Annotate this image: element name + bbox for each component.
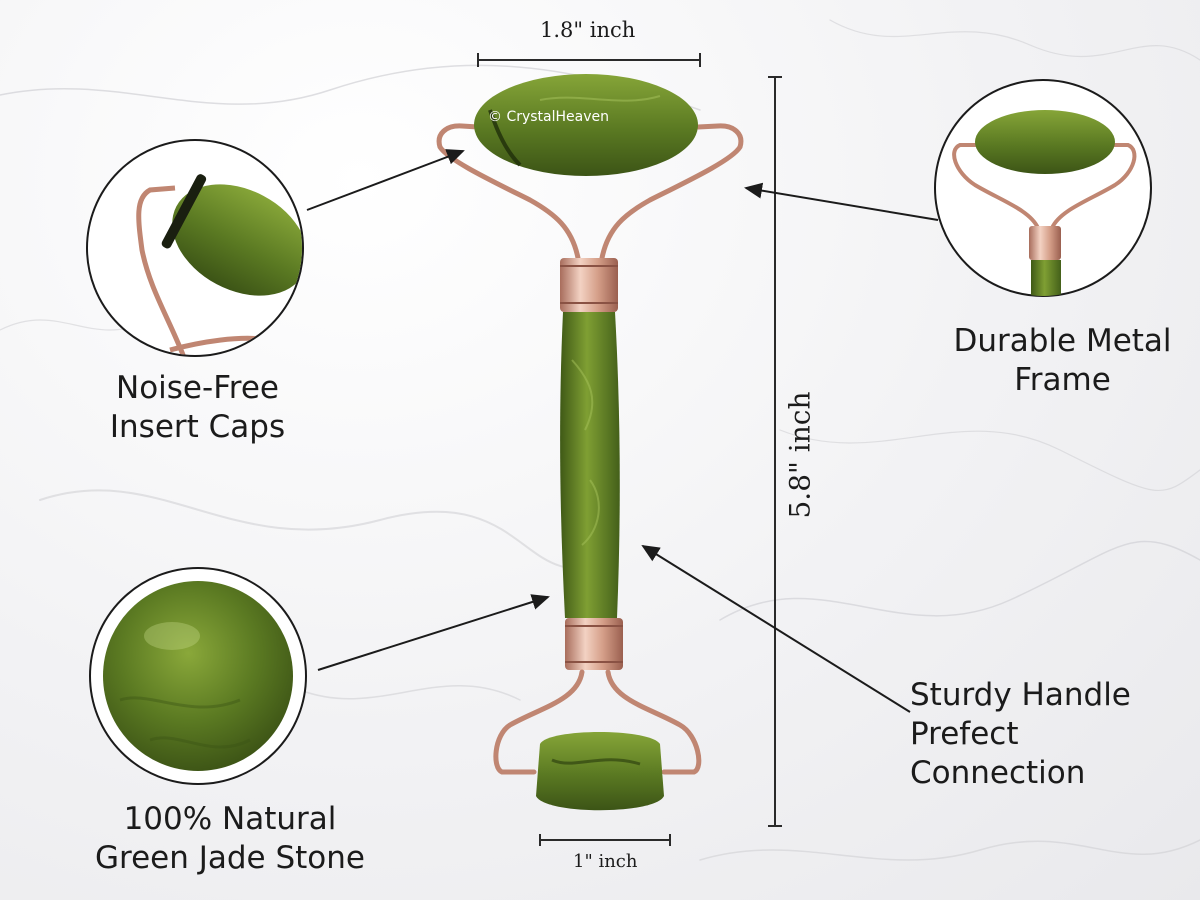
- frame-feature-line-2: Frame: [1014, 362, 1111, 398]
- caps-feature-label: Noise-Free Insert Caps: [85, 369, 310, 447]
- bottom-connector: [565, 618, 623, 670]
- watermark-text: © CrystalHeaven: [488, 109, 610, 125]
- handle-feature-line-3: Connection: [910, 755, 1086, 791]
- height-label: 5.8" inch: [783, 391, 817, 519]
- bottom-frame: [493, 669, 585, 775]
- handle: [560, 312, 620, 618]
- stone-feature-label: 100% Natural Green Jade Stone: [70, 800, 390, 878]
- stone-detail-circle: [89, 567, 307, 785]
- caps-feature-line-1: Noise-Free: [116, 370, 279, 406]
- bottom-width-label: 1" inch: [573, 851, 638, 872]
- jade-roller: [436, 74, 744, 811]
- stone-feature-line-2: Green Jade Stone: [95, 840, 365, 876]
- top-width-label: 1.8" inch: [540, 18, 636, 42]
- arrow-handle: [641, 544, 911, 713]
- arrow-stone: [317, 594, 550, 671]
- handle-feature-line-2: Prefect: [910, 716, 1019, 752]
- caps-feature-line-2: Insert Caps: [109, 409, 286, 445]
- top-frame: [436, 123, 581, 261]
- dimension-lines: [477, 53, 782, 846]
- callout-arrows: [306, 149, 939, 713]
- stone-feature-line-1: 100% Natural: [123, 801, 337, 837]
- handle-feature-label: Sturdy Handle Prefect Connection: [910, 676, 1180, 793]
- bottom-roller-stone: [536, 732, 664, 811]
- caps-detail-circle: [86, 139, 304, 357]
- frame-detail-circle: [934, 79, 1152, 297]
- top-roller-stone: [474, 74, 698, 176]
- arrow-caps: [306, 149, 465, 211]
- frame-feature-line-1: Durable Metal: [953, 323, 1172, 359]
- frame-feature-label: Durable Metal Frame: [930, 322, 1195, 400]
- arrow-frame: [744, 182, 939, 221]
- handle-feature-line-1: Sturdy Handle: [910, 677, 1131, 713]
- top-connector: [560, 258, 618, 312]
